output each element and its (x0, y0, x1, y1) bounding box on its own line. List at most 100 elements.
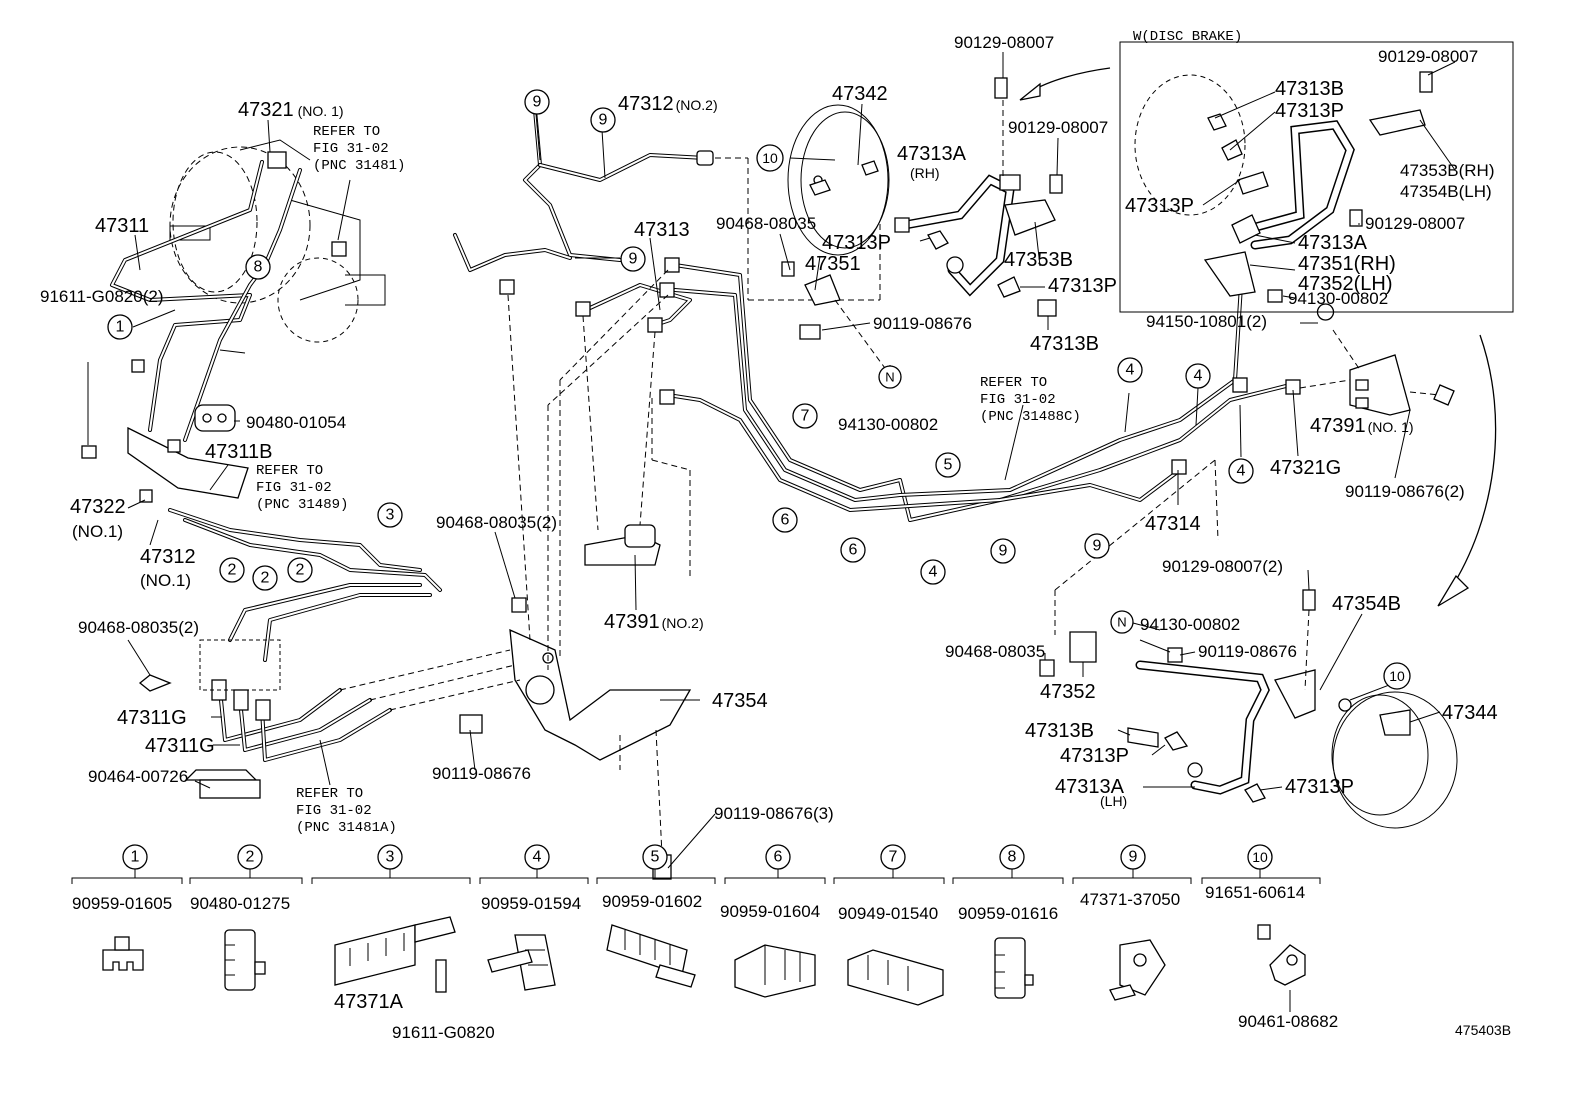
marker-8: 8 (245, 254, 271, 280)
svg-text:REFER TO: REFER TO (256, 463, 323, 479)
legend-item-1: 1 90959-01605 (72, 844, 172, 971)
legend-item-4: 4 90959-01594 (481, 844, 581, 991)
marker-4c: 4 (1185, 363, 1211, 389)
svg-text:90468-08035: 90468-08035 (945, 642, 1045, 661)
brake-booster-assembly (169, 139, 386, 343)
arrows (1019, 67, 1497, 607)
svg-text:94130-00802: 94130-00802 (1288, 289, 1388, 308)
svg-text:9: 9 (629, 251, 638, 268)
marker-2c: 2 (287, 557, 313, 583)
svg-text:7: 7 (889, 849, 898, 866)
marker-9b: 9 (590, 107, 616, 133)
svg-text:6: 6 (849, 542, 858, 559)
svg-text:47313P: 47313P (1060, 745, 1129, 767)
svg-text:6: 6 (774, 849, 783, 866)
svg-text:1: 1 (116, 319, 125, 336)
svg-text:47313A: 47313A (1298, 232, 1368, 254)
svg-text:7: 7 (801, 408, 810, 425)
svg-text:47313B: 47313B (1025, 720, 1094, 742)
svg-text:2: 2 (296, 562, 305, 579)
svg-text:4: 4 (1194, 368, 1203, 385)
svg-text:90468-08035: 90468-08035 (716, 214, 816, 233)
svg-text:47371A: 47371A (334, 991, 404, 1013)
svg-text:91611-G0820: 91611-G0820 (392, 1023, 495, 1042)
svg-text:9: 9 (999, 543, 1008, 560)
svg-text:(NO.1): (NO.1) (140, 571, 191, 590)
leader-lines (87, 52, 1456, 869)
svg-text:47311B: 47311B (205, 441, 272, 463)
marker-9a: 9 (524, 89, 550, 115)
svg-text:(PNC 31488C): (PNC 31488C) (980, 409, 1081, 425)
marker-N-a: N (878, 365, 902, 389)
svg-text:47354B: 47354B (1332, 593, 1401, 615)
svg-text:(PNC 31489): (PNC 31489) (256, 497, 348, 513)
svg-text:FIG 31-02: FIG 31-02 (256, 480, 332, 496)
left-small-parts (81, 151, 347, 799)
svg-text:90468-08035(2): 90468-08035(2) (78, 618, 199, 637)
marker-9c: 9 (620, 246, 646, 272)
svg-text:47322: 47322 (70, 496, 126, 518)
rear-drum-lh (1039, 459, 1458, 829)
svg-text:47391(NO. 1): 47391(NO. 1) (1310, 415, 1414, 437)
svg-text:REFER TO: REFER TO (296, 786, 363, 802)
svg-text:90129-08007: 90129-08007 (1008, 118, 1108, 137)
marker-4d: 4 (1228, 458, 1254, 484)
legend-item-10: 10 91651-60614 90461-08682 (1205, 844, 1338, 1031)
svg-text:90461-08682: 90461-08682 (1238, 1012, 1338, 1031)
svg-text:47313P: 47313P (1125, 195, 1194, 217)
clamp-legend: 1 90959-01605 2 90480-01275 3 47371A 916… (71, 844, 1338, 1042)
marker-10b: 10 (1383, 662, 1411, 690)
svg-text:47391(NO.2): 47391(NO.2) (604, 611, 704, 633)
svg-text:90959-01605: 90959-01605 (72, 894, 172, 913)
svg-text:47312: 47312 (140, 546, 196, 568)
svg-text:FIG 31-02: FIG 31-02 (980, 392, 1056, 408)
disc-brake-inset (1119, 41, 1514, 313)
svg-text:47313A: 47313A (897, 143, 967, 165)
svg-text:47342: 47342 (832, 83, 888, 105)
svg-text:90959-01616: 90959-01616 (958, 904, 1058, 923)
marker-N-b: N (1110, 610, 1134, 634)
figure-id: 475403B (1455, 1022, 1511, 1038)
svg-text:47352(LH): 47352(LH) (1298, 273, 1393, 295)
marker-2a: 2 (219, 557, 245, 583)
svg-text:REFER TO: REFER TO (980, 375, 1047, 391)
marker-9e: 9 (1084, 533, 1110, 559)
marker-2b: 2 (252, 565, 278, 591)
svg-text:(LH): (LH) (1100, 793, 1127, 809)
rear-drum-rh (781, 77, 1063, 376)
svg-text:4: 4 (1237, 463, 1246, 480)
legend-item-6: 6 90959-01604 (720, 844, 820, 998)
svg-text:90119-08676: 90119-08676 (873, 314, 972, 333)
legend-item-5: 5 90959-01602 (602, 844, 702, 988)
svg-text:90959-01602: 90959-01602 (602, 892, 702, 911)
svg-text:9: 9 (599, 112, 608, 129)
svg-text:9: 9 (1129, 849, 1138, 866)
svg-text:47354: 47354 (712, 690, 768, 712)
svg-text:94130-00802: 94130-00802 (1140, 615, 1240, 634)
svg-text:10: 10 (762, 150, 778, 166)
legend-item-7: 7 90949-01540 (838, 844, 944, 1006)
marker-7: 7 (792, 403, 818, 429)
svg-text:47353B(RH): 47353B(RH) (1400, 161, 1495, 180)
marker-1: 1 (107, 314, 133, 340)
svg-text:90480-01054: 90480-01054 (246, 413, 346, 432)
svg-text:90129-08007(2): 90129-08007(2) (1162, 557, 1283, 576)
legend-item-2: 2 90480-01275 (190, 844, 290, 991)
svg-text:90129-08007: 90129-08007 (954, 33, 1054, 52)
svg-text:REFER TO: REFER TO (313, 124, 380, 140)
svg-text:(NO.1): (NO.1) (72, 522, 123, 541)
marker-4b: 4 (1117, 357, 1143, 383)
center-small-parts (459, 150, 1301, 880)
svg-text:47311G: 47311G (145, 735, 215, 757)
legend-item-9: 9 47371-37050 (1080, 844, 1180, 1001)
svg-text:(RH): (RH) (910, 165, 940, 181)
svg-text:90959-01594: 90959-01594 (481, 894, 581, 913)
svg-text:6: 6 (781, 512, 790, 529)
svg-text:47354B(LH): 47354B(LH) (1400, 182, 1492, 201)
svg-text:10: 10 (1252, 849, 1268, 865)
svg-text:47311G: 47311G (117, 707, 187, 729)
marker-10a: 10 (756, 144, 784, 172)
svg-text:10: 10 (1389, 668, 1405, 684)
svg-text:90959-01604: 90959-01604 (720, 902, 820, 921)
left-brake-tubes (110, 160, 442, 762)
